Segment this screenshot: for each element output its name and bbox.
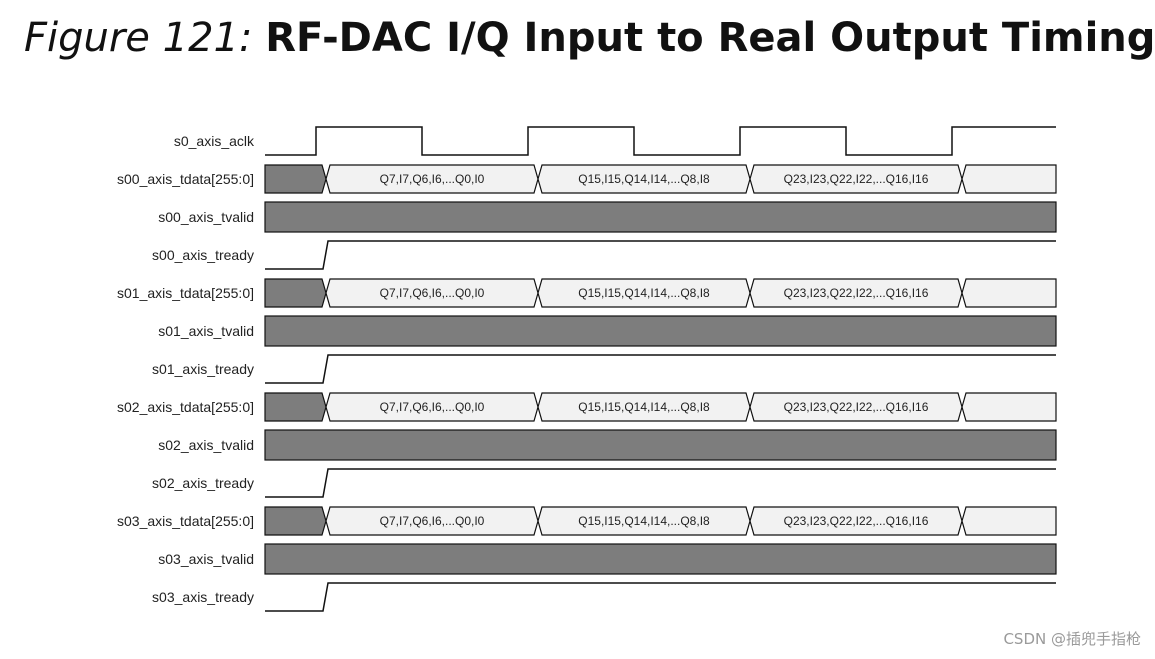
- bus-unknown-segment: [264, 164, 327, 194]
- signal-label-tvalid: s00_axis_tvalid: [158, 209, 254, 225]
- tvalid-waveform: [264, 315, 1057, 347]
- bus-segment-label: Q7,I7,Q6,I6,...Q0,I0: [380, 172, 485, 186]
- tready-waveform: [265, 582, 1056, 612]
- bus-segment-label: Q23,I23,Q22,I22,...Q16,I16: [784, 400, 929, 414]
- clock-waveform: [265, 126, 1056, 156]
- figure-title-text: RF-DAC I/Q Input to Real Output Timing: [265, 15, 1155, 61]
- bus-unknown-segment: [264, 506, 327, 536]
- figure-number: Figure 121:: [24, 15, 253, 61]
- signal-label-tvalid: s01_axis_tvalid: [158, 323, 254, 339]
- tready-waveform: [265, 354, 1056, 384]
- bus-segment-label: Q7,I7,Q6,I6,...Q0,I0: [380, 286, 485, 300]
- tvalid-waveform: [264, 543, 1057, 575]
- tready-waveform: [265, 468, 1056, 498]
- signal-label-tdata: s00_axis_tdata[255:0]: [117, 171, 254, 187]
- signal-label-tready: s02_axis_tready: [152, 475, 254, 491]
- signal-label-tdata: s03_axis_tdata[255:0]: [117, 513, 254, 529]
- bus-unknown-segment: [264, 392, 327, 422]
- bus-data-segment: [961, 164, 1057, 194]
- bus-segment-label: Q15,I15,Q14,I14,...Q8,I8: [578, 400, 710, 414]
- bus-segment-label: Q23,I23,Q22,I22,...Q16,I16: [784, 286, 929, 300]
- bus-segment-label: Q7,I7,Q6,I6,...Q0,I0: [380, 400, 485, 414]
- signal-label-tdata: s02_axis_tdata[255:0]: [117, 399, 254, 415]
- bus-unknown-segment: [264, 278, 327, 308]
- signal-label-tvalid: s03_axis_tvalid: [158, 551, 254, 567]
- signal-label-tvalid: s02_axis_tvalid: [158, 437, 254, 453]
- bus-segment-label: Q15,I15,Q14,I14,...Q8,I8: [578, 172, 710, 186]
- signal-label-tready: s00_axis_tready: [152, 247, 254, 263]
- signal-label-tready: s03_axis_tready: [152, 589, 254, 605]
- figure-title: Figure 121: RF-DAC I/Q Input to Real Out…: [24, 10, 1155, 66]
- bus-data-segment: [961, 278, 1057, 308]
- tready-waveform: [265, 240, 1056, 270]
- bus-segment-label: Q23,I23,Q22,I22,...Q16,I16: [784, 172, 929, 186]
- tvalid-waveform: [264, 201, 1057, 233]
- bus-data-segment: [961, 392, 1057, 422]
- signal-label-aclk: s0_axis_aclk: [174, 133, 255, 149]
- bus-data-segment: [961, 506, 1057, 536]
- bus-segment-label: Q7,I7,Q6,I6,...Q0,I0: [380, 514, 485, 528]
- signal-label-tready: s01_axis_tready: [152, 361, 254, 377]
- bus-segment-label: Q23,I23,Q22,I22,...Q16,I16: [784, 514, 929, 528]
- watermark: CSDN @插兜手指枪: [1003, 630, 1141, 648]
- bus-segment-label: Q15,I15,Q14,I14,...Q8,I8: [578, 514, 710, 528]
- signal-label-tdata: s01_axis_tdata[255:0]: [117, 285, 254, 301]
- tvalid-waveform: [264, 429, 1057, 461]
- bus-segment-label: Q15,I15,Q14,I14,...Q8,I8: [578, 286, 710, 300]
